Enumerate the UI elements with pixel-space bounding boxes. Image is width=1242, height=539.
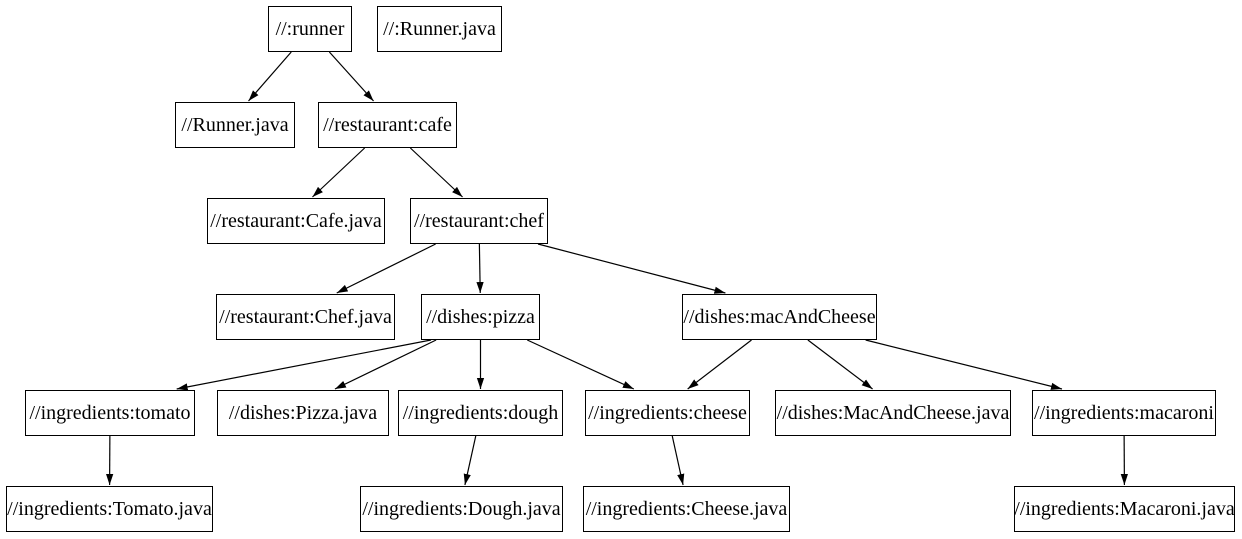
edge-pizza-to-cheese <box>526 339 635 390</box>
edge-mac-and-cheese-to-cheese <box>687 339 752 390</box>
edge-chef-to-mac-and-cheese <box>537 243 726 294</box>
edge-pizza-to-tomato <box>176 339 432 391</box>
edge-mac-and-cheese-to-mac-and-cheese-java <box>807 339 873 390</box>
edge-pizza-to-pizza-java <box>334 339 437 390</box>
edge-chef-to-pizza <box>476 243 484 294</box>
graph-node-tomato: //ingredients:tomato <box>25 390 195 436</box>
graph-node-dough: //ingredients:dough <box>398 390 563 436</box>
edge-runner-to-runner-java <box>248 51 292 102</box>
edge-dough-to-dough-java <box>463 435 477 486</box>
edge-cafe-to-chef <box>409 147 463 198</box>
edge-chef-to-chef-java <box>336 243 436 294</box>
graph-node-chef: //restaurant:chef <box>410 198 548 244</box>
graph-node-tomato-java: //ingredients:Tomato.java <box>6 486 213 532</box>
graph-node-dough-java: //ingredients:Dough.java <box>360 486 563 532</box>
graph-node-runner: //:runner <box>268 6 352 52</box>
graph-node-chef-java: //restaurant:Chef.java <box>216 294 395 340</box>
graph-node-cafe-java: //restaurant:Cafe.java <box>207 198 385 244</box>
edge-cheese-to-cheese-java <box>671 435 685 486</box>
graph-node-mac-and-cheese-java: //dishes:MacAndCheese.java <box>775 390 1011 436</box>
graph-node-cheese-java: //ingredients:Cheese.java <box>583 486 790 532</box>
graph-node-mac-and-cheese: //dishes:macAndCheese <box>682 294 877 340</box>
graph-node-pizza-java: //dishes:Pizza.java <box>217 390 389 436</box>
graph-node-runner-java: //Runner.java <box>175 102 295 148</box>
graph-node-pizza: //dishes:pizza <box>421 294 540 340</box>
graph-node-runner-java-src: //:Runner.java <box>377 6 502 52</box>
graph-node-cheese: //ingredients:cheese <box>585 390 750 436</box>
graph-node-macaroni-java: //ingredients:Macaroni.java <box>1014 486 1235 532</box>
edge-runner-to-cafe <box>328 51 374 102</box>
edge-cafe-to-cafe-java <box>312 147 366 198</box>
edge-mac-and-cheese-to-macaroni <box>865 339 1063 390</box>
graph-node-macaroni: //ingredients:macaroni <box>1032 390 1216 436</box>
graph-node-cafe: //restaurant:cafe <box>318 102 457 148</box>
